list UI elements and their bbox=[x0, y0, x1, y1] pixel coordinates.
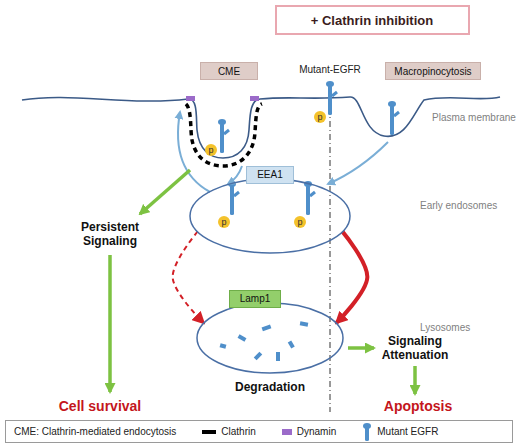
legend-box: CME: Clathrin-mediated endocytosis Clathr… bbox=[5, 420, 513, 443]
endosome-compartment: EEA1 bbox=[189, 166, 351, 256]
receptor-symbol bbox=[388, 101, 399, 135]
legend-text: Clathrin bbox=[221, 426, 255, 437]
pathway-box: Macropinocytosis bbox=[385, 62, 481, 80]
fate-label: Apoptosis bbox=[384, 398, 452, 414]
receptor-symbol bbox=[304, 181, 315, 215]
phospho-mark: p bbox=[218, 216, 230, 228]
outcome-label: Degradation bbox=[235, 380, 305, 394]
outcome-label: Persistent Signaling bbox=[68, 220, 152, 248]
compartment-ellipse bbox=[190, 179, 350, 253]
minor-route-arrow bbox=[173, 232, 204, 324]
clathrin-swatch bbox=[202, 430, 216, 434]
box-text: CME bbox=[218, 66, 240, 77]
region-label: Plasma membrane bbox=[432, 112, 516, 124]
marker-tag: EEA1 bbox=[246, 166, 294, 184]
plasma-membrane bbox=[22, 97, 500, 158]
receptor-symbol bbox=[218, 119, 229, 153]
region-label: Lysosomes bbox=[420, 322, 470, 334]
lysosome-compartment: Lamp1 bbox=[196, 290, 344, 376]
pathway-box: CME bbox=[200, 62, 258, 80]
compartment-ellipse bbox=[197, 303, 343, 373]
legend-text: Mutant EGFR bbox=[377, 426, 438, 437]
receptor-label: Mutant-EGFR bbox=[299, 64, 361, 76]
divider-line bbox=[330, 82, 331, 412]
legend-item: Clathrin bbox=[202, 426, 255, 437]
receptor-icon bbox=[362, 422, 372, 442]
receptor-symbol bbox=[228, 181, 239, 215]
legend-item: Dynamin bbox=[282, 426, 336, 437]
box-text: + Clathrin inhibition bbox=[311, 13, 433, 28]
condition-box: + Clathrin inhibition bbox=[275, 5, 470, 35]
traffic-arrow bbox=[178, 112, 388, 192]
degradation-arrow bbox=[336, 232, 367, 324]
dynamin-swatch bbox=[282, 429, 292, 435]
legend-item: Mutant EGFR bbox=[362, 422, 438, 442]
legend-item: CME: Clathrin-mediated endocytosis bbox=[14, 426, 176, 437]
legend-text: CME: Clathrin-mediated endocytosis bbox=[14, 426, 176, 437]
outcome-label: Signaling Attenuation bbox=[369, 334, 461, 362]
fate-label: Cell survival bbox=[59, 398, 142, 414]
receptor-fragments bbox=[220, 321, 309, 361]
phospho-mark: p bbox=[294, 216, 306, 228]
phospho-mark: p bbox=[314, 111, 326, 123]
dynamin-symbol bbox=[250, 96, 259, 101]
receptor-symbol bbox=[326, 81, 337, 115]
outcome-arrow bbox=[110, 170, 415, 394]
marker-tag: Lamp1 bbox=[229, 290, 282, 308]
region-label: Early endosomes bbox=[420, 200, 497, 212]
dynamin-symbol bbox=[186, 96, 195, 101]
phospho-mark: p bbox=[205, 144, 217, 156]
box-text: Macropinocytosis bbox=[394, 66, 471, 77]
legend-text: Dynamin bbox=[297, 426, 336, 437]
